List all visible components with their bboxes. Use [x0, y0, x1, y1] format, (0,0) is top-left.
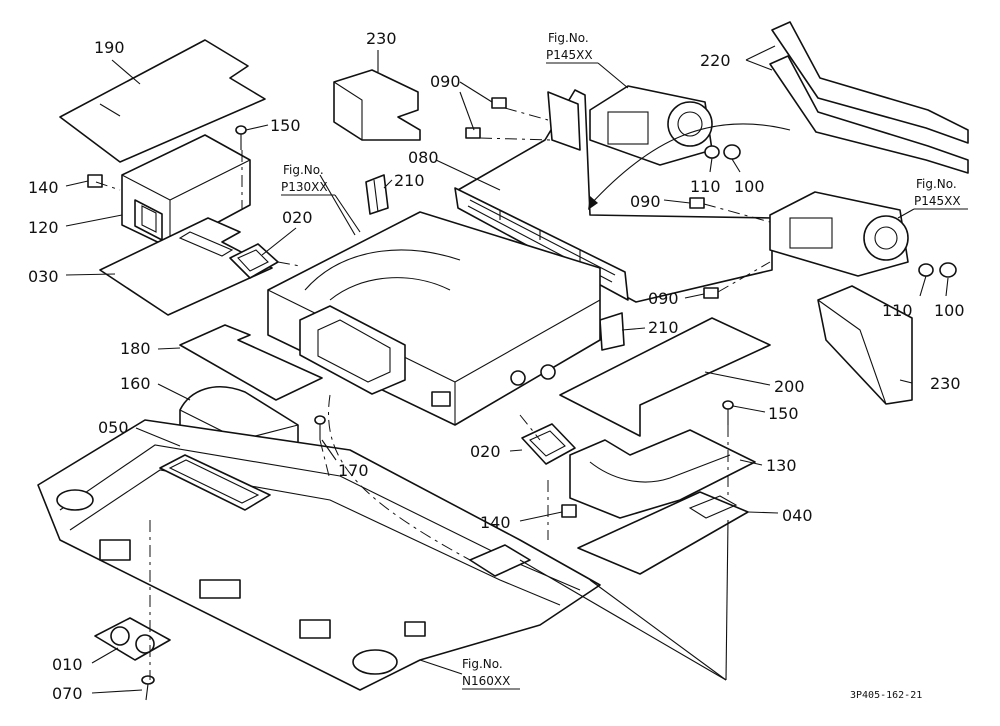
part-130-duct: [569, 429, 756, 519]
label-140-right: 140: [480, 513, 511, 532]
label-220: 220: [700, 51, 731, 70]
figref-code: P130XX: [281, 180, 328, 194]
label-090-mid: 090: [630, 192, 661, 211]
figref-title: Fig.No.: [462, 657, 503, 671]
part-230-block-top: [333, 69, 421, 141]
assembly-lines: [95, 107, 771, 680]
screw-170: [314, 415, 326, 440]
label-170: 170: [338, 461, 369, 480]
washer-nut-set-right: [918, 262, 957, 278]
figref-code: P145XX: [914, 194, 961, 208]
bolt-140-right: [561, 504, 577, 518]
part-220-straps: [769, 21, 969, 174]
label-080: 080: [408, 148, 439, 167]
part-020-gasket-lower: [521, 423, 576, 465]
label-210-left: 210: [394, 171, 425, 190]
figref-code: N160XX: [462, 674, 510, 688]
blower-unit-right: [769, 191, 909, 277]
arrow-head: [588, 196, 598, 210]
figref-code: P145XX: [546, 48, 593, 62]
label-150-right: 150: [768, 404, 799, 423]
label-070: 070: [52, 684, 83, 703]
part-230-block-right: [817, 285, 913, 405]
blower-unit-top: [589, 85, 713, 166]
drawing-reference: 3P405-162-21: [850, 690, 922, 701]
part-labels: 190 150 140 120 030 020 210 230 090 080 …: [28, 29, 965, 703]
label-010: 010: [52, 655, 83, 674]
part-030-pad: [99, 217, 273, 316]
label-030: 030: [28, 267, 59, 286]
label-050: 050: [98, 418, 129, 437]
part-200-pad: [559, 317, 771, 437]
roof-panel: [37, 419, 601, 691]
part-120-duct: [121, 134, 251, 249]
part-180-pad: [179, 324, 323, 401]
screw-150-top: [235, 125, 247, 150]
figref-title: Fig.No.: [283, 163, 324, 177]
label-040: 040: [782, 506, 813, 525]
washer-nut-set-top: [704, 144, 741, 160]
figref-p145xx-right: Fig.No. P145XX: [897, 177, 968, 219]
figref-n160xx: Fig.No. N160XX: [462, 657, 520, 690]
part-010-lamp: [94, 617, 171, 661]
label-180: 180: [120, 339, 151, 358]
part-070-screw: [141, 675, 155, 701]
label-110-right: 110: [882, 301, 913, 320]
bolt-140-left: [87, 174, 103, 188]
part-210-clip-left: [365, 174, 389, 215]
label-160: 160: [120, 374, 151, 393]
label-150-top: 150: [270, 116, 301, 135]
figref-title: Fig.No.: [916, 177, 957, 191]
label-120: 120: [28, 218, 59, 237]
screw-150-right: [722, 400, 734, 425]
label-200: 200: [774, 377, 805, 396]
label-090-bottom: 090: [648, 289, 679, 308]
label-020-left: 020: [282, 208, 313, 227]
part-190-pad: [59, 39, 266, 163]
label-210-right: 210: [648, 318, 679, 337]
leader-lines: [65, 45, 949, 694]
label-090-top: 090: [430, 72, 461, 91]
figref-p145xx-top: Fig.No. P145XX: [546, 31, 629, 89]
figref-title: Fig.No.: [548, 31, 589, 45]
figref-p130xx: Fig.No. P130XX: [281, 163, 361, 233]
label-230-top: 230: [366, 29, 397, 48]
direction-arrow: [589, 123, 791, 206]
part-210-clip-right: [599, 312, 625, 351]
hvac-main-unit: [267, 211, 601, 426]
label-130: 130: [766, 456, 797, 475]
label-100-right: 100: [934, 301, 965, 320]
label-190: 190: [94, 38, 125, 57]
label-020-lower: 020: [470, 442, 501, 461]
label-110-top: 110: [690, 177, 721, 196]
label-100-top: 100: [734, 177, 765, 196]
label-140-left: 140: [28, 178, 59, 197]
label-230-right: 230: [930, 374, 961, 393]
